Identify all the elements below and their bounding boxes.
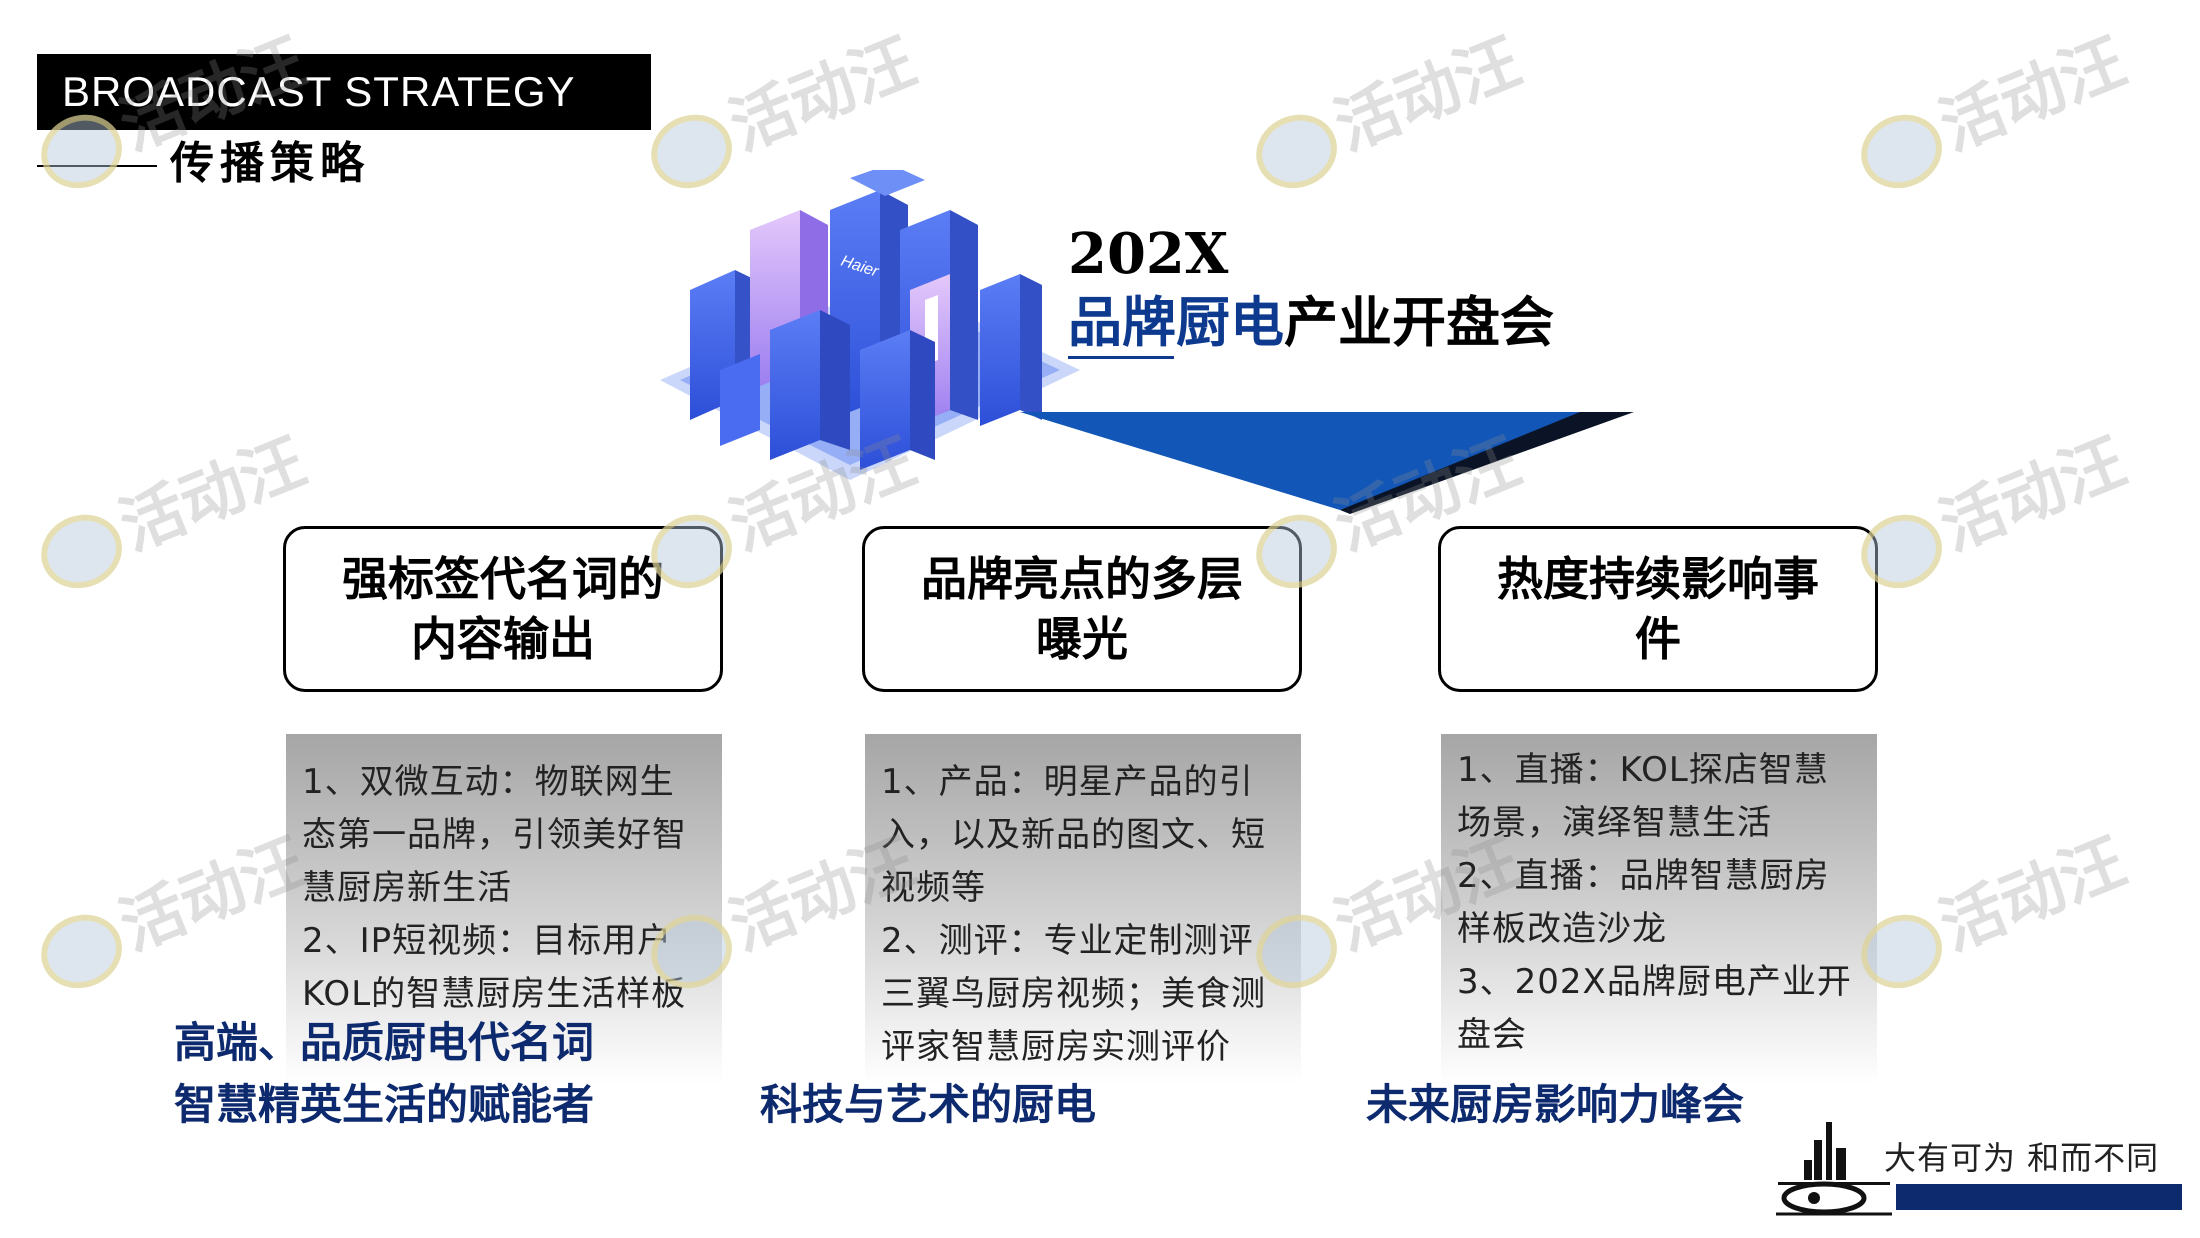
pillar-title-2: 品牌亮点的多层曝光 bbox=[921, 552, 1243, 666]
mascot-icon bbox=[30, 903, 134, 1001]
header-title-en: BROADCAST STRATEGY bbox=[62, 68, 576, 115]
pillar-2-detail-1: 1、产品：明星产品的引入，以及新品的图文、短视频等 bbox=[881, 762, 1266, 908]
event-name-black: 产业开盘会 bbox=[1284, 290, 1554, 354]
mascot-icon bbox=[30, 503, 134, 601]
mascot-icon bbox=[1245, 103, 1349, 201]
watermark: 活动汪 bbox=[23, 811, 317, 1001]
watermark: 活动汪 bbox=[1843, 11, 2137, 201]
mascot-icon bbox=[1850, 103, 1954, 201]
down-arrow-graphic bbox=[1020, 412, 1634, 514]
event-name-blue: 品牌厨电 bbox=[1068, 290, 1284, 354]
city-buildings-icon: Haier bbox=[660, 170, 1080, 480]
event-name: 品牌厨电产业开盘会 bbox=[1068, 290, 1554, 354]
pillar-1-tagline-1: 高端、品质厨电代名词 bbox=[174, 1018, 595, 1067]
pillar-3-detail-2: 2、直播：品牌智慧厨房样板改造沙龙 bbox=[1457, 856, 1830, 949]
watermark: 活动汪 bbox=[1843, 411, 2137, 601]
footer-slogan: 大有可为 和而不同 bbox=[1884, 1139, 2160, 1177]
pillar-3-tagline-1: 未来厨房影响力峰会 bbox=[1366, 1080, 1745, 1129]
watermark: 活动汪 bbox=[1843, 811, 2137, 1001]
pillar-2-detail-2: 2、测评：专业定制测评三翼鸟厨房视频；美食测评家智慧厨房实测评价 bbox=[881, 921, 1266, 1067]
footer-bar bbox=[1896, 1184, 2182, 1210]
pillar-detail-box-1: 1、双微互动：物联网生态第一品牌，引领美好智慧厨房新生活 2、IP短视频：目标用… bbox=[286, 734, 722, 1084]
event-year: 202X bbox=[1068, 221, 1229, 287]
pillar-3-detail-1: 1、直播：KOL探店智慧场景，演绎智慧生活 bbox=[1457, 750, 1829, 843]
skyline-logo-icon bbox=[1776, 1122, 1892, 1216]
watermark: 活动汪 bbox=[23, 411, 317, 601]
header-divider bbox=[37, 165, 157, 167]
pillar-1-detail-2: 2、IP短视频：目标用户KOL的智慧厨房生活样板 bbox=[302, 921, 687, 1014]
pillar-title-3: 热度持续影响事件 bbox=[1497, 552, 1819, 666]
watermark: 活动汪 bbox=[1238, 11, 1532, 201]
pillar-1-detail-1: 1、双微互动：物联网生态第一品牌，引领美好智慧厨房新生活 bbox=[302, 762, 687, 908]
pillar-title-box-2: 品牌亮点的多层曝光 bbox=[862, 526, 1302, 692]
header-title-cn: 传播策略 bbox=[170, 138, 370, 189]
pillar-title-box-3: 热度持续影响事件 bbox=[1438, 526, 1878, 692]
pillar-detail-box-2: 1、产品：明星产品的引入，以及新品的图文、短视频等 2、测评：专业定制测评三翼鸟… bbox=[865, 734, 1301, 1084]
header-title-bar bbox=[37, 54, 651, 130]
pillar-detail-box-3: 1、直播：KOL探店智慧场景，演绎智慧生活 2、直播：品牌智慧厨房样板改造沙龙 … bbox=[1441, 734, 1877, 1084]
pillar-2-tagline-1: 科技与艺术的厨电 bbox=[760, 1080, 1097, 1129]
event-underline bbox=[1068, 356, 1174, 359]
pillar-title-1: 强标签代名词的内容输出 bbox=[342, 552, 664, 666]
pillar-1-tagline-2: 智慧精英生活的赋能者 bbox=[174, 1080, 595, 1129]
pillar-3-detail-3: 3、202X品牌厨电产业开盘会 bbox=[1457, 962, 1852, 1055]
pillar-title-box-1: 强标签代名词的内容输出 bbox=[283, 526, 723, 692]
